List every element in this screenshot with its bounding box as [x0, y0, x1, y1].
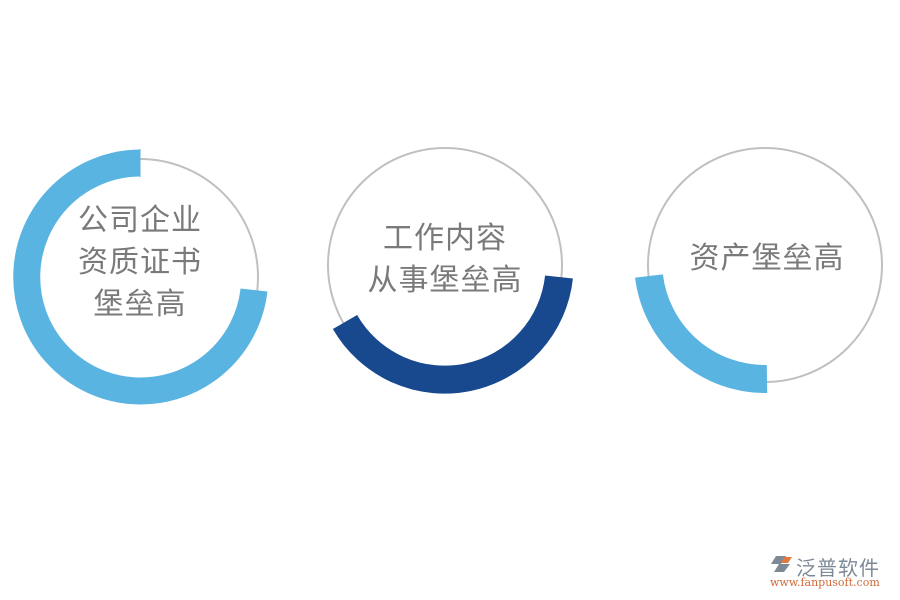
ring-2 — [327, 147, 573, 394]
ring-1-label: 公司企业 资质证书 堡垒高 — [60, 200, 220, 326]
ring-3-label-line-1: 资产堡垒高 — [689, 241, 845, 276]
fanpu-logo-icon — [771, 556, 792, 572]
ring-2-label-line-2: 从事堡垒高 — [367, 263, 523, 298]
ring-2-progress-arc — [332, 275, 573, 394]
ring-3 — [635, 147, 883, 394]
fanpu-logo-brand: 泛普软件 — [796, 556, 880, 580]
ring-1-label-line-1: 公司企业 — [78, 203, 202, 238]
ring-1 — [13, 149, 268, 405]
ring-2-label: 工作内容 从事堡垒高 — [352, 218, 538, 302]
fanpu-logo: 泛普软件 www.fanpusoft.com — [770, 552, 895, 592]
ring-3-progress-arc — [635, 273, 768, 394]
ring-1-label-line-3: 堡垒高 — [93, 287, 187, 322]
fanpu-logo-url: www.fanpusoft.com — [770, 576, 880, 589]
ring-1-label-line-2: 资质证书 — [78, 245, 202, 280]
ring-1-progress-arc — [13, 149, 268, 405]
ring-3-label: 资产堡垒高 — [672, 238, 862, 280]
ring-2-label-line-1: 工作内容 — [383, 221, 507, 256]
